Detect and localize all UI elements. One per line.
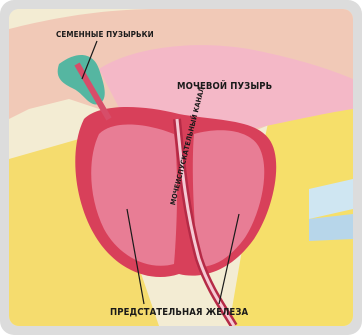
label-seminal-vesicles: СЕМЕННЫЕ ПУЗЫРЬКИ [56,30,154,39]
label-prostate: ПРЕДСТАТЕЛЬНАЯ ЖЕЛЕЗА [110,307,248,318]
anatomy-illustration: СЕМЕННЫЕ ПУЗЫРЬКИ МОЧЕВОЙ ПУЗЫРЬ МОЧЕИСП… [9,9,353,326]
label-bladder: МОЧЕВОЙ ПУЗЫРЬ [177,81,272,92]
